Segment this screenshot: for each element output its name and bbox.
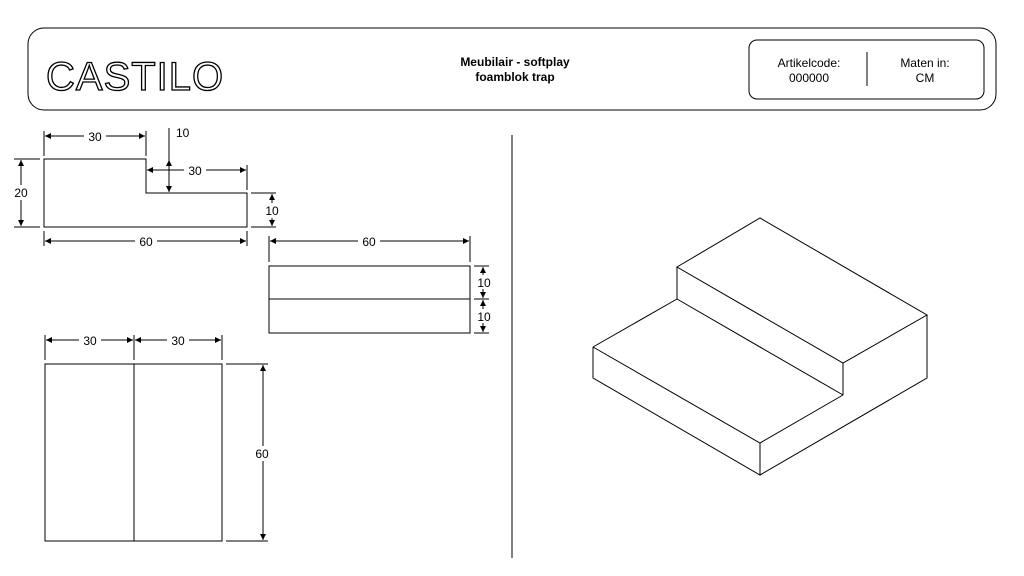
dim-step-width-label: 30	[188, 164, 202, 178]
title-line-1: Meubilair - softplay	[460, 55, 570, 69]
side-view: 30 10 30 20 10 60	[12, 126, 282, 249]
dim-front-lower-label: 10	[477, 310, 491, 324]
title-line-2: foamblok trap	[475, 70, 554, 84]
title-block: CASTILO Meubilair - softplay foamblok tr…	[27, 27, 997, 111]
dim-front-upper-label: 10	[477, 276, 491, 290]
dim-front-width-label: 60	[362, 235, 376, 249]
isometric-view	[592, 217, 929, 476]
side-view-outline	[43, 158, 248, 228]
dim-total-width-label: 60	[139, 235, 153, 249]
units-label: Maten in:	[900, 56, 949, 70]
dim-lower-height-label: 10	[265, 204, 279, 218]
units-value: CM	[916, 71, 935, 85]
dim-step-height-label: 10	[176, 126, 190, 140]
dim-top-right-label: 30	[171, 334, 185, 348]
dim-top-depth-label: 60	[255, 447, 269, 461]
article-code-value: 000000	[789, 71, 829, 85]
info-box	[748, 39, 985, 100]
svg-text:CASTILO: CASTILO	[46, 55, 224, 99]
dim-top-left-label: 30	[83, 334, 97, 348]
title-block-frame	[27, 27, 997, 111]
top-view: 30 30 60	[44, 333, 274, 542]
front-view: 60 10 10	[268, 234, 494, 334]
article-code-label: Artikelcode:	[778, 56, 841, 70]
isometric-step-block	[592, 217, 929, 476]
dim-top-width-label: 30	[88, 130, 102, 144]
dim-total-height-label: 20	[14, 186, 28, 200]
castilo-logo: CASTILO	[45, 54, 224, 99]
